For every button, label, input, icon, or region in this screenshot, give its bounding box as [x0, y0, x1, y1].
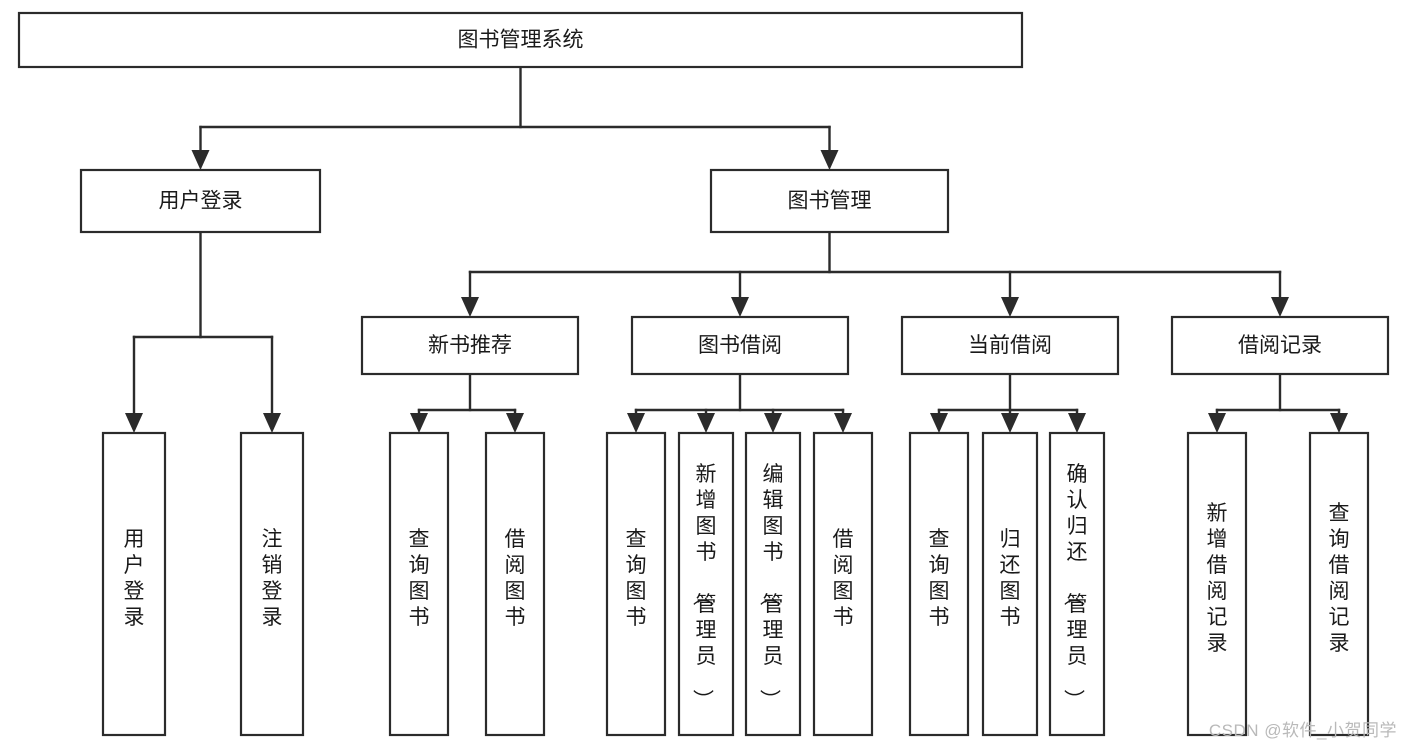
node-label-leaf_user_login: 用户登录 [124, 528, 145, 629]
node-box-book_manage[interactable] [709, 168, 950, 234]
node-book_borrow[interactable]: 图书借阅 [630, 315, 850, 376]
node-leaf_add_book[interactable]: 新增图书（管理员） [677, 431, 735, 737]
node-box-leaf_add_book[interactable] [677, 431, 735, 737]
node-book_manage[interactable]: 图书管理 [709, 168, 950, 234]
node-root[interactable]: 图书管理系统 [17, 11, 1024, 69]
node-user_login[interactable]: 用户登录 [79, 168, 322, 234]
node-box-leaf_query_book_3[interactable] [908, 431, 970, 737]
node-label-leaf_add_book: 新增图书（管理员） [691, 463, 717, 710]
node-label-user_login: 用户登录 [159, 190, 243, 213]
node-leaf_logout[interactable]: 注销登录 [239, 431, 305, 737]
node-borrow_record[interactable]: 借阅记录 [1170, 315, 1390, 376]
node-label-leaf_query_book_1: 查询图书 [409, 528, 430, 629]
node-label-book_manage: 图书管理 [788, 190, 872, 213]
node-label-leaf_edit_book: 编辑图书（管理员） [758, 463, 784, 710]
node-box-borrow_record[interactable] [1170, 315, 1390, 376]
node-leaf_query_book_3[interactable]: 查询图书 [908, 431, 970, 737]
node-leaf_query_book_2[interactable]: 查询图书 [605, 431, 667, 737]
node-label-leaf_confirm_return: 确认归还（管理员） [1062, 463, 1088, 710]
node-label-leaf_query_book_3: 查询图书 [929, 528, 950, 629]
node-box-leaf_query_book_1[interactable] [388, 431, 450, 737]
node-box-current_borrow[interactable] [900, 315, 1120, 376]
node-box-leaf_query_book_2[interactable] [605, 431, 667, 737]
connectors-layer [125, 65, 1348, 433]
boxes-layer: 图书管理系统用户登录图书管理新书推荐图书借阅当前借阅借阅记录用户登录注销登录查询… [17, 11, 1390, 737]
node-label-book_borrow: 图书借阅 [698, 334, 782, 357]
node-label-leaf_query_record: 查询借阅记录 [1329, 502, 1350, 655]
node-label-leaf_return_book: 归还图书 [1000, 528, 1021, 629]
node-box-new_book_rec[interactable] [360, 315, 580, 376]
node-box-leaf_return_book[interactable] [981, 431, 1039, 737]
node-box-leaf_confirm_return[interactable] [1048, 431, 1106, 737]
node-leaf_borrow_book_2[interactable]: 借阅图书 [812, 431, 874, 737]
node-label-leaf_query_book_2: 查询图书 [626, 528, 647, 629]
node-current_borrow[interactable]: 当前借阅 [900, 315, 1120, 376]
node-new_book_rec[interactable]: 新书推荐 [360, 315, 580, 376]
node-leaf_borrow_book_1[interactable]: 借阅图书 [484, 431, 546, 737]
node-label-new_book_rec: 新书推荐 [428, 334, 512, 357]
node-label-current_borrow: 当前借阅 [968, 334, 1052, 357]
node-box-leaf_add_record[interactable] [1186, 431, 1248, 737]
node-leaf_query_book_1[interactable]: 查询图书 [388, 431, 450, 737]
node-label-borrow_record: 借阅记录 [1238, 334, 1322, 357]
node-label-leaf_add_record: 新增借阅记录 [1207, 502, 1228, 655]
node-leaf_query_record[interactable]: 查询借阅记录 [1308, 431, 1370, 737]
node-box-leaf_borrow_book_1[interactable] [484, 431, 546, 737]
node-box-leaf_user_login[interactable] [101, 431, 167, 737]
node-leaf_confirm_return[interactable]: 确认归还（管理员） [1048, 431, 1106, 737]
node-leaf_user_login[interactable]: 用户登录 [101, 431, 167, 737]
node-leaf_add_record[interactable]: 新增借阅记录 [1186, 431, 1248, 737]
node-label-leaf_borrow_book_2: 借阅图书 [833, 528, 854, 629]
node-label-leaf_logout: 注销登录 [262, 528, 283, 629]
watermark-label: CSDN @软件_小贺同学 [1208, 721, 1397, 740]
node-box-leaf_edit_book[interactable] [744, 431, 802, 737]
node-box-root[interactable] [17, 11, 1024, 69]
node-label-leaf_borrow_book_1: 借阅图书 [505, 528, 526, 629]
node-box-book_borrow[interactable] [630, 315, 850, 376]
node-box-user_login[interactable] [79, 168, 322, 234]
node-label-root: 图书管理系统 [458, 29, 584, 52]
node-leaf_edit_book[interactable]: 编辑图书（管理员） [744, 431, 802, 737]
node-box-leaf_query_record[interactable] [1308, 431, 1370, 737]
node-leaf_return_book[interactable]: 归还图书 [981, 431, 1039, 737]
node-box-leaf_logout[interactable] [239, 431, 305, 737]
node-box-leaf_borrow_book_2[interactable] [812, 431, 874, 737]
